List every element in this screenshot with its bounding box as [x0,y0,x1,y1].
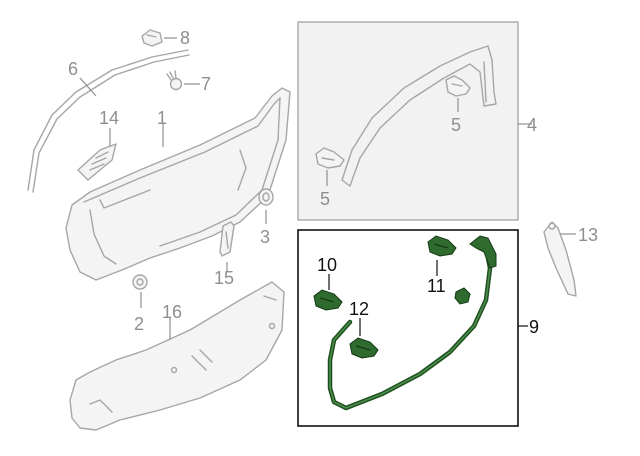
callout-labels: 1 2 3 4 5 5 6 7 8 9 10 11 12 13 14 15 16 [68,28,598,337]
part-13-trim [543,221,577,297]
part-1-door-shell [65,87,291,281]
callout-10: 10 [317,255,337,275]
part-6-molding [27,49,190,193]
part-15-plate [219,221,235,257]
part-8-clip [141,29,163,47]
callout-13: 13 [578,225,598,245]
part-10-clip [313,289,343,311]
callout-4: 4 [527,115,537,135]
part-16-water-shield [69,281,285,431]
callout-11: 11 [427,276,446,296]
callout-3: 3 [260,227,270,247]
callout-7: 7 [201,74,211,94]
callout-15: 15 [214,268,234,288]
part-12-clip [349,337,379,359]
callout-1: 1 [157,108,167,128]
part-14-bracket [77,143,117,181]
callout-9: 9 [529,317,539,337]
part-7-screw [166,70,183,91]
callout-8: 8 [180,28,190,48]
group-box-4 [297,21,519,221]
callout-5-upper: 5 [451,115,461,135]
part-2-plug [132,274,148,290]
callout-14: 14 [99,108,119,128]
part-9-weatherstrip [327,235,497,411]
part-5-clip-upper [445,75,471,97]
callout-16: 16 [162,302,182,322]
callout-2: 2 [134,314,144,334]
callout-6: 6 [68,59,78,79]
callout-5-lower: 5 [320,189,330,209]
leader-lines [79,37,576,340]
group-box-9 [297,229,519,427]
callout-12: 12 [349,299,369,319]
part-4-door-frame [341,45,497,187]
part-5-clip-lower [315,147,345,169]
part-3-grommet [258,188,274,206]
part-11-clip [427,235,457,257]
part-11-plug [454,287,471,305]
